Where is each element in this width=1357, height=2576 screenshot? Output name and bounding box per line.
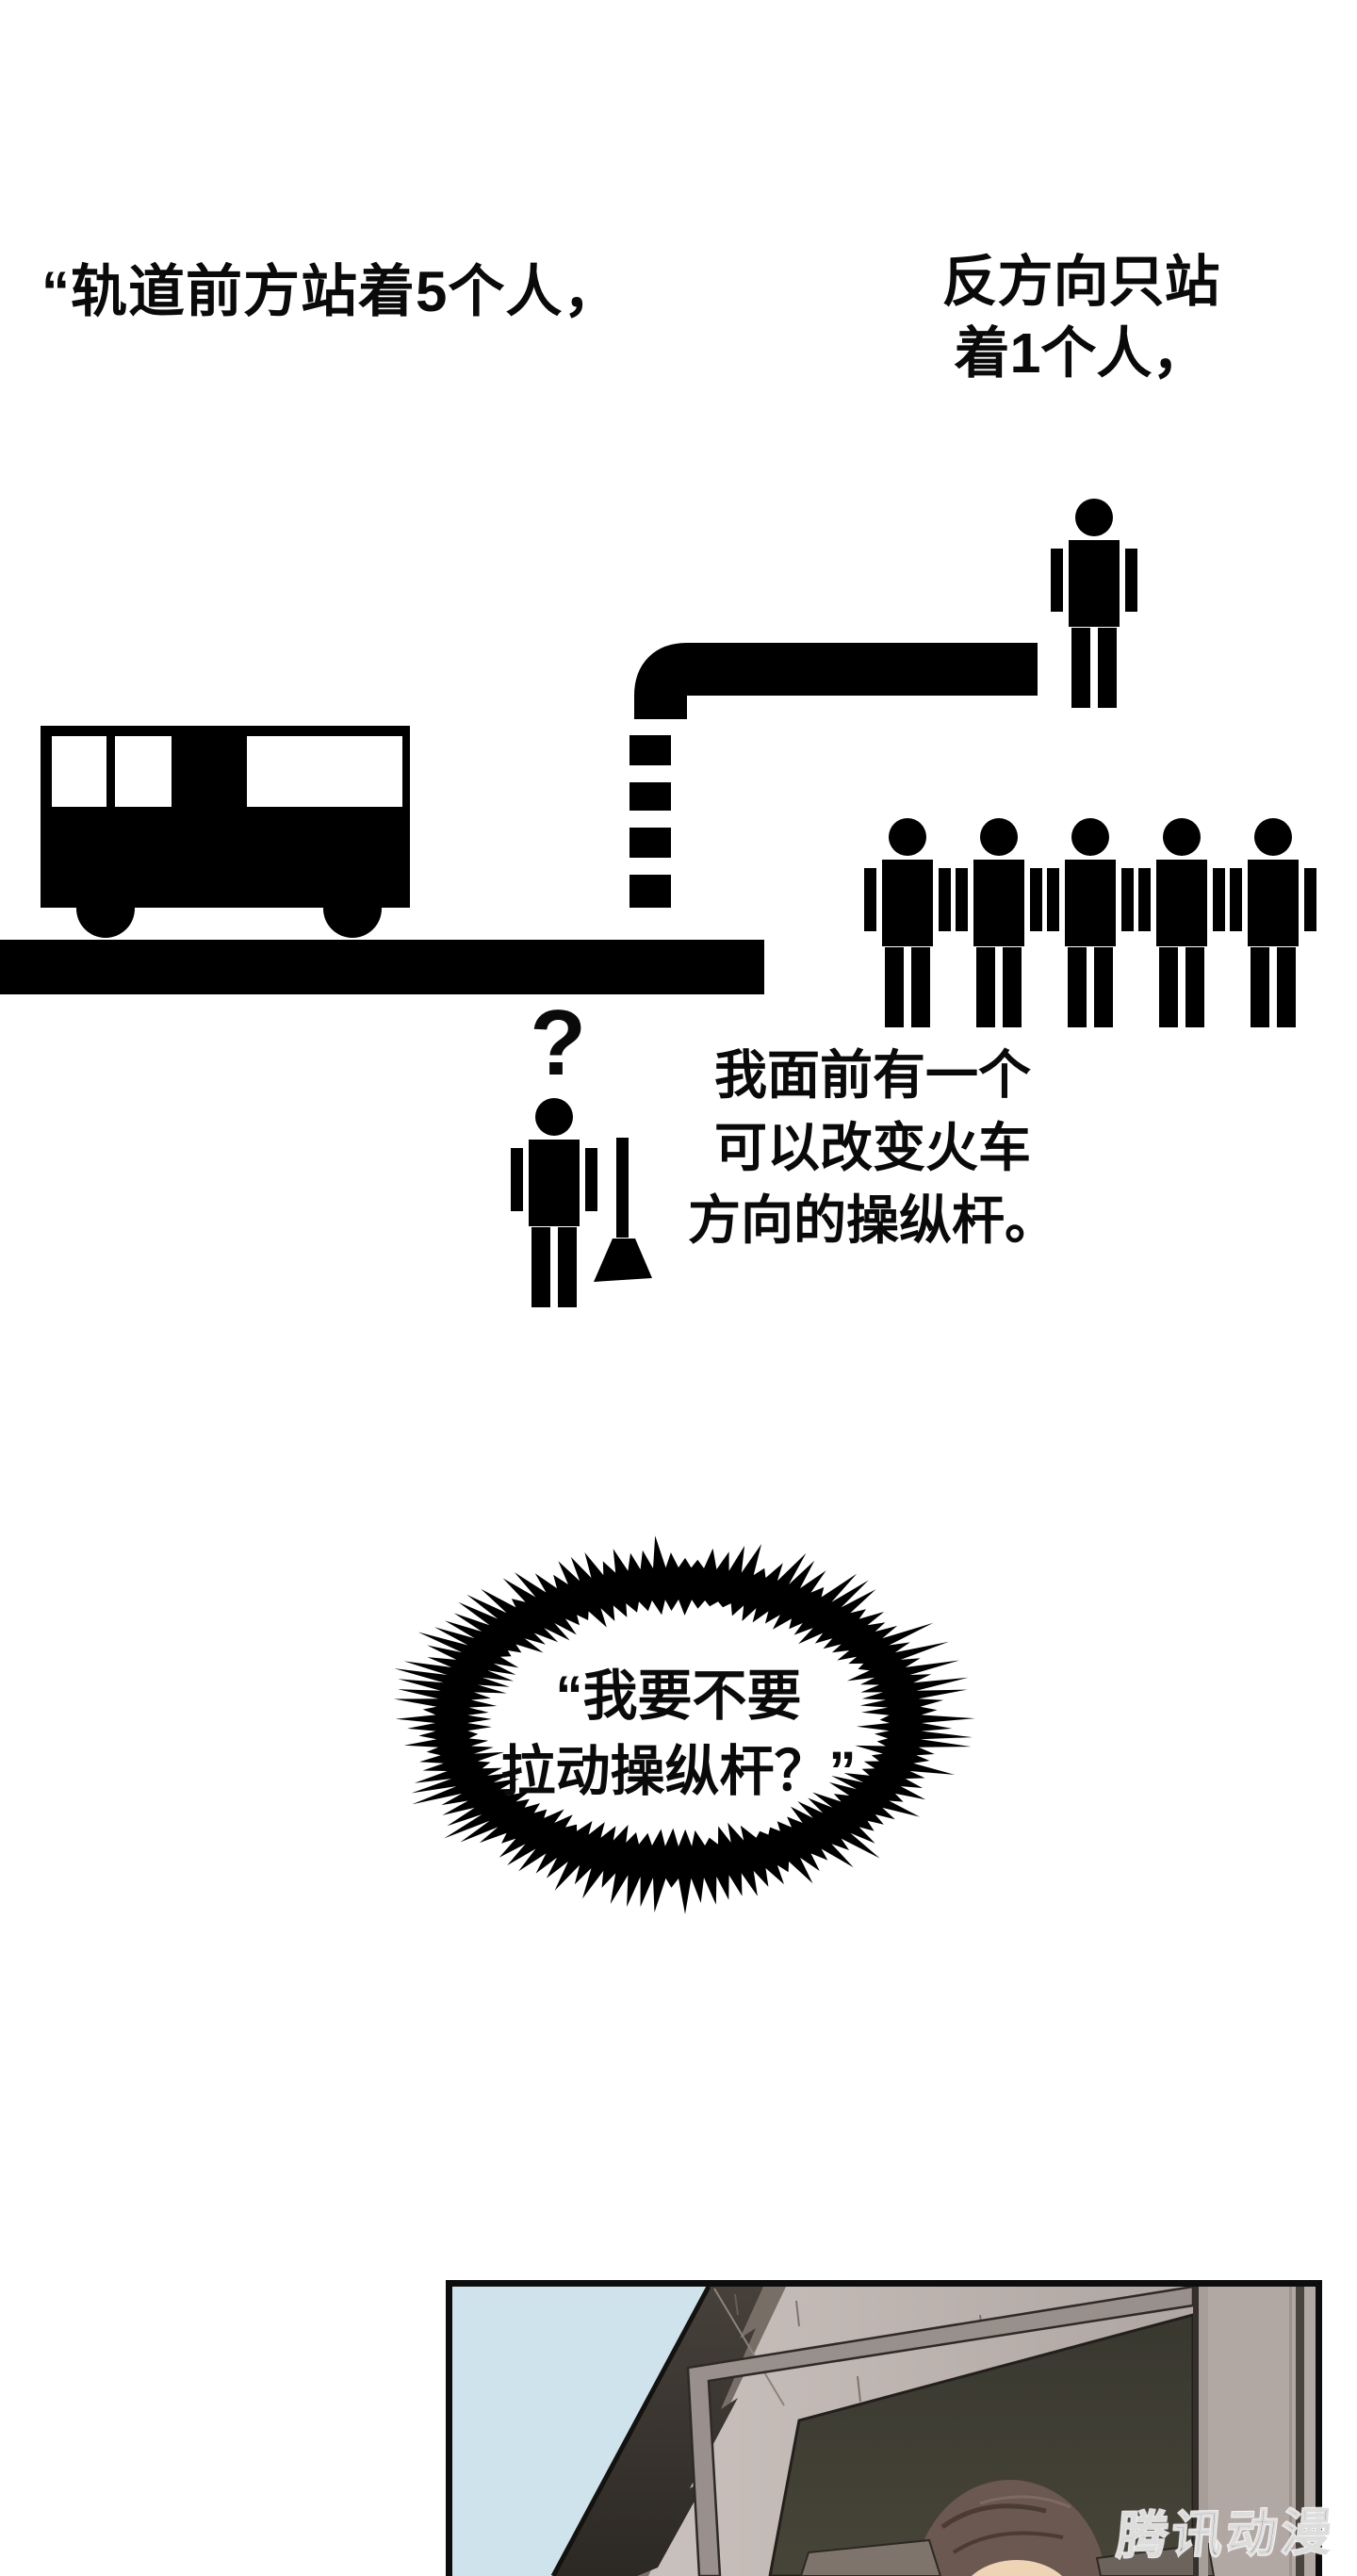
five-people-group [864, 818, 1316, 1027]
panel-artwork [452, 2287, 1316, 2576]
column-strip [1199, 2287, 1208, 2576]
diagram-ink [0, 499, 1316, 1914]
question-mark: ? [530, 991, 586, 1094]
column-dark-line [1296, 2287, 1304, 2576]
person-icon [511, 1098, 597, 1307]
track-switch-lever-icon [594, 1138, 652, 1282]
narration-top-right: 反方向只站 着1个人， [892, 246, 1269, 389]
hair-fringe [953, 2543, 1081, 2573]
one-person-group [1051, 499, 1137, 708]
comic-panel: 腾讯动漫 [446, 2280, 1339, 2576]
shoulder-left [799, 2538, 942, 2576]
hair-strands [940, 2495, 1071, 2554]
shoulder-right [1095, 2542, 1216, 2576]
trolley-icon [41, 726, 410, 938]
main-track [0, 940, 764, 994]
branch-track-dashes [629, 735, 671, 908]
narration-line: 我面前有一个 [714, 1045, 1031, 1105]
wheel-icon [76, 879, 135, 938]
column-shade-line [1289, 2287, 1292, 2576]
person-icon [1230, 818, 1316, 1027]
bubble-inner-area [467, 1600, 890, 1846]
narration-line: 可以改变火车 [714, 1118, 1031, 1177]
bubble-line: “我要不要 [555, 1665, 802, 1727]
wall-corner-line [713, 2288, 785, 2406]
doorpost-line [1193, 2287, 1199, 2576]
sky-shape [452, 2287, 709, 2576]
door-frame [686, 2287, 1195, 2576]
person-icon [864, 818, 951, 1027]
shout-bubble [393, 1535, 975, 1914]
branch-track [634, 643, 1038, 719]
lever-person-group [511, 1098, 597, 1307]
bubble-line: 拉动操纵杆？” [500, 1741, 857, 1802]
narration-line: 方向的操纵杆。 [688, 1190, 1057, 1250]
bubble-text: “我要不要 拉动操纵杆？” [443, 1659, 914, 1810]
character-forehead [971, 2560, 1063, 2576]
wheel-icon [323, 879, 382, 938]
narration-top-left: “轨道前方站着5个人， [41, 260, 621, 323]
narration-line: 反方向只站 [941, 251, 1220, 313]
narration-middle: 我面前有一个 可以改变火车 方向的操纵杆。 [637, 1039, 1108, 1256]
person-icon [1047, 818, 1134, 1027]
narration-line: 着1个人， [954, 322, 1208, 385]
person-icon [1051, 499, 1137, 708]
tencent-comics-watermark: 腾讯动漫 [1114, 2503, 1340, 2566]
roof-edge-line [550, 2287, 711, 2576]
person-icon [956, 818, 1042, 1027]
person-icon [1138, 818, 1225, 1027]
tarp-shape [553, 2287, 763, 2576]
